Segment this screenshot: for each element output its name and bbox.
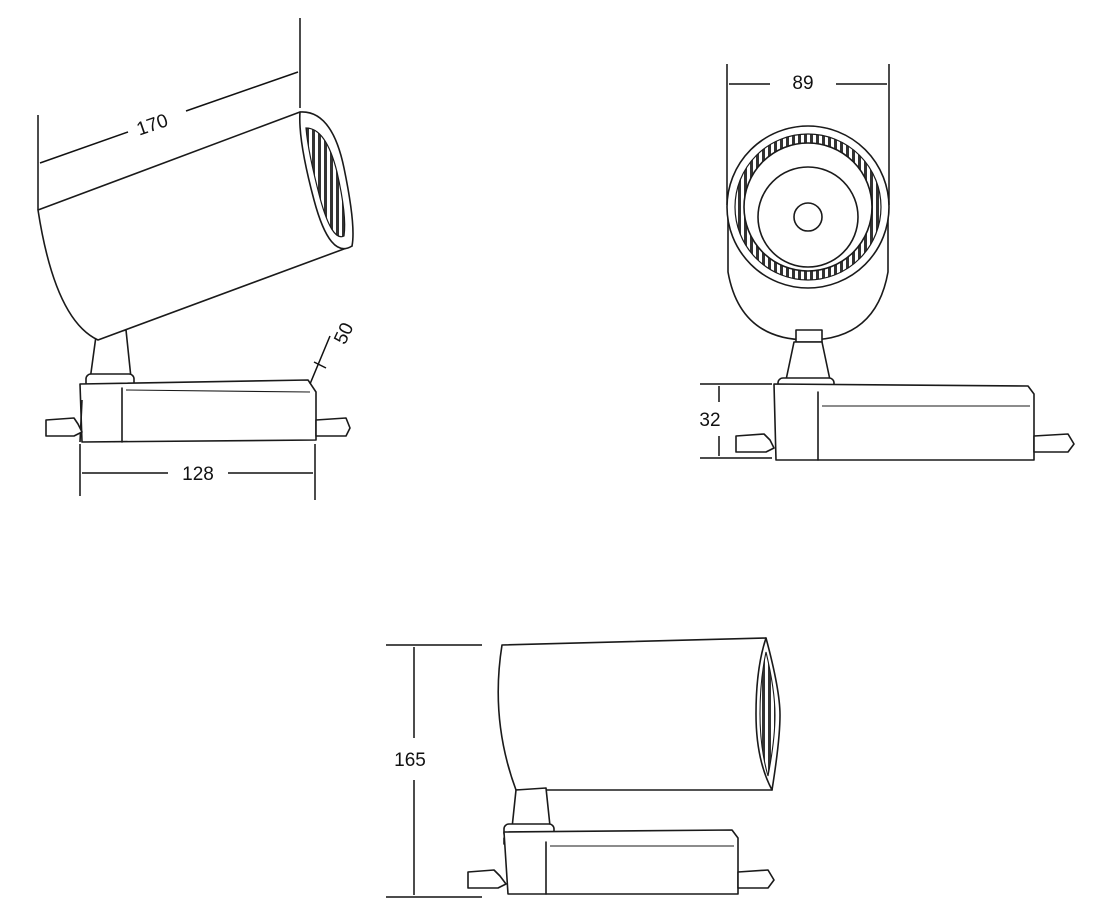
label-165: 165 <box>394 750 426 771</box>
track-adapter-straight <box>467 829 775 895</box>
dimension-32: 32 <box>699 383 772 459</box>
track-adapter-front <box>735 383 1075 461</box>
label-50: 50 <box>330 320 358 348</box>
lamp-body-straight <box>497 637 781 791</box>
track-adapter-side <box>45 379 351 443</box>
dimension-128: 128 <box>79 444 316 500</box>
lamp-body-tilted <box>37 111 354 341</box>
label-170: 170 <box>134 110 171 140</box>
label-128: 128 <box>182 464 214 485</box>
label-89: 89 <box>792 73 813 94</box>
dimension-50: 50 <box>309 320 358 385</box>
side-view-angled: 170 50 <box>37 18 358 500</box>
front-view: 89 <box>699 64 1075 461</box>
dimension-165: 165 <box>386 644 482 898</box>
lens-face <box>726 125 890 289</box>
side-view-straight: 165 <box>386 637 781 898</box>
label-32: 32 <box>699 410 720 431</box>
dimension-89: 89 <box>726 64 890 205</box>
